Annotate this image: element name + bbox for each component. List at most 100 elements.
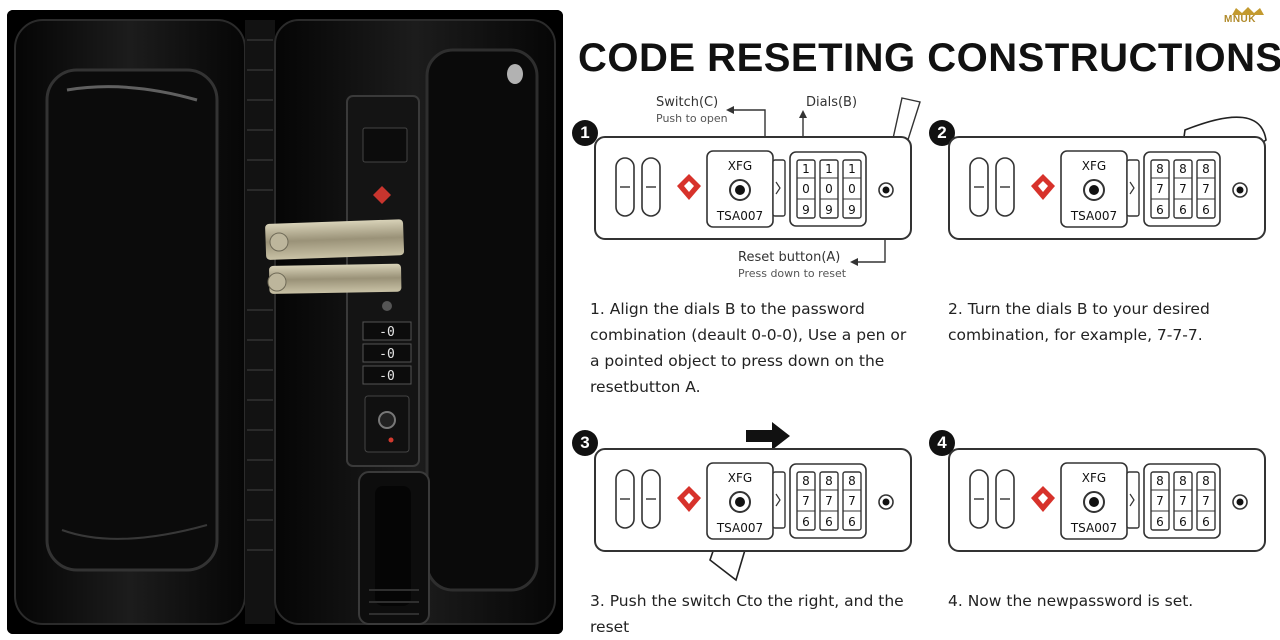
reset-button-a: [882, 186, 890, 194]
lock-diagram-step-2: XFG TSA007 8 7 6 8 7 6 8 7 6: [948, 136, 1266, 240]
switch-callout: Switch(C) Push to open: [656, 95, 728, 125]
suitcase-photo: -0 -0 -0: [7, 10, 563, 634]
brand-logo: MNUK: [1222, 6, 1274, 32]
switch-c: [772, 471, 786, 529]
dial-digit-top: 8: [1179, 162, 1187, 176]
lock-diagram-step-1: XFG TSA007 1 0 9 1 0 9 1 0 9: [594, 136, 912, 240]
reset-button-a: [1236, 498, 1244, 506]
dial-digit-mid: 0: [802, 182, 810, 196]
step-2-text: 2. Turn the dials B to your desired comb…: [948, 300, 1210, 344]
dial-digit-top: 1: [848, 162, 856, 176]
switch-callout-label: Switch(C): [656, 95, 719, 110]
reset-callout-sub: Press down to reset: [738, 267, 847, 280]
dial-digit-bot: 9: [848, 203, 856, 217]
dial-digit-bot: 6: [802, 515, 810, 529]
dials-callout: Dials(B): [806, 95, 857, 110]
keyhole-icon: [1089, 497, 1099, 507]
dial-digit-bot: 6: [1156, 515, 1164, 529]
lock-svg: XFG TSA007 8 7 6 8 7 6 8 7 6: [594, 448, 912, 552]
photo-dial-3: -0: [379, 369, 395, 384]
dial-2: 876: [1173, 471, 1193, 531]
crown-icon: [1232, 7, 1264, 15]
dial-1: 8 7 6: [1150, 159, 1170, 219]
dial-1: 8 7 6: [1150, 471, 1170, 531]
lock-brand-label: XFG: [1082, 159, 1106, 173]
lock-model-label: TSA007: [716, 209, 763, 223]
dial-digit-bot: 6: [1179, 515, 1187, 529]
dial-1: 8 7 6: [796, 471, 816, 531]
dial-digit-top: 1: [802, 162, 810, 176]
dial-digit-bot: 9: [802, 203, 810, 217]
dial-digit-bot: 6: [1202, 515, 1210, 529]
dial-digit-top: 8: [848, 474, 856, 488]
dial-3: 8 7 6: [842, 471, 862, 531]
dial-digit-mid: 7: [1156, 494, 1164, 508]
dial-digit-mid: 0: [848, 182, 856, 196]
keyhole-icon: [735, 497, 745, 507]
step-4-text: 4. Now the newpassword is set.: [948, 592, 1194, 610]
dial-digit-top: 8: [825, 474, 833, 488]
reset-callout: Reset button(A) Press down to reset: [738, 250, 846, 280]
lock-model-label: TSA007: [1070, 209, 1117, 223]
page-title: CODE RESETING CONSTRUCTIONS: [578, 36, 1280, 80]
dial-digit-mid: 7: [1179, 494, 1187, 508]
dial-3: 8 7 6: [1196, 159, 1216, 219]
dial-digit-top: 8: [802, 474, 810, 488]
lock-model-label: TSA007: [1070, 521, 1117, 535]
dial-digit-bot: 6: [1202, 203, 1210, 217]
dial-digit-mid: 7: [1202, 182, 1210, 196]
dial-digit-bot: 6: [1179, 203, 1187, 217]
dial-2: 8 7 6: [819, 471, 839, 531]
lock-brand-label: XFG: [728, 471, 752, 485]
dial-digit-top: 8: [1156, 474, 1164, 488]
reset-button-a: [882, 498, 890, 506]
dial-digit-top: 8: [1202, 474, 1210, 488]
lock-svg: XFG TSA007 1 0 9 1 0 9 1 0 9: [594, 136, 912, 240]
step-3-text: 3. Push the switch Cto the right, and th…: [590, 592, 904, 636]
dial-digit-top: 1: [825, 162, 833, 176]
dial-digit-mid: 7: [1156, 182, 1164, 196]
dial-2: 8 7 6: [1173, 159, 1193, 219]
step-1-text: 1. Align the dials B to the password com…: [590, 300, 907, 396]
reset-callout-label: Reset button(A): [738, 250, 841, 265]
brand-logo-text: MNUK: [1224, 14, 1256, 25]
dial-digit-top: 8: [1202, 162, 1210, 176]
dial-3: 1 0 9: [842, 159, 862, 219]
push-arrow-icon: [746, 422, 790, 450]
dial-digit-bot: 6: [848, 515, 856, 529]
switch-c: [772, 159, 786, 217]
step-4-badge: 4: [929, 430, 955, 456]
switch-c: [1126, 159, 1140, 217]
switch-c: [1126, 471, 1140, 529]
keyhole-icon: [735, 185, 745, 195]
dial-digit-bot: 9: [825, 203, 833, 217]
lock-svg: XFG TSA007 8 7 6 8 7 6 8 7 6: [948, 136, 1266, 240]
dial-digit-top: 8: [1156, 162, 1164, 176]
dials-callout-label: Dials(B): [806, 95, 858, 110]
dial-2: 1 0 9: [819, 159, 839, 219]
dial-digit-mid: 0: [825, 182, 833, 196]
dial-digit-mid: 7: [1202, 494, 1210, 508]
dial-digit-mid: 7: [825, 494, 833, 508]
keyhole-icon: [1089, 185, 1099, 195]
lock-model-label: TSA007: [716, 521, 763, 535]
lock-diagram-step-3: XFG TSA007 8 7 6 8 7 6 8 7 6: [594, 448, 912, 552]
dial-digit-mid: 7: [802, 494, 810, 508]
dial-digit-mid: 7: [1179, 182, 1187, 196]
dial-digit-bot: 6: [1156, 203, 1164, 217]
switch-callout-sub: Push to open: [656, 112, 728, 125]
dial-digit-bot: 6: [825, 515, 833, 529]
lock-brand-label: XFG: [728, 159, 752, 173]
photo-dial-1: -0: [379, 325, 395, 340]
dial-1: 1 0 9: [796, 159, 816, 219]
step-3-badge: 3: [572, 430, 598, 456]
dial-digit-mid: 7: [848, 494, 856, 508]
step-1-badge: 1: [572, 120, 598, 146]
suitcase-illustration: -0 -0 -0: [7, 10, 563, 634]
reset-button-a: [1236, 186, 1244, 194]
dial-3: 8 7 6: [1196, 471, 1216, 531]
photo-dial-2: -0: [379, 347, 395, 362]
lock-brand-label: XFG: [1082, 471, 1106, 485]
